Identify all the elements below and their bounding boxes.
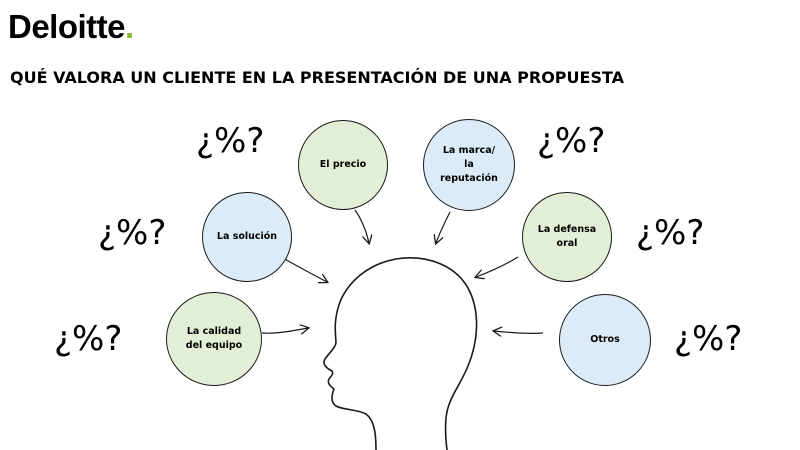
head-silhouette-icon <box>323 257 478 450</box>
arrow-icon <box>354 209 369 243</box>
percent-placeholder: ¿%? <box>54 319 123 359</box>
factor-label: La solución <box>216 231 278 243</box>
deloitte-logo: Deloitte. <box>8 10 134 43</box>
factor-bubble-price: El precio <box>298 120 388 210</box>
percent-placeholder: ¿%? <box>98 213 167 253</box>
arrow-icon <box>476 256 519 277</box>
logo-text: Deloitte <box>8 8 126 45</box>
factor-label: La marca/ la reputación <box>440 145 498 184</box>
arrow-icon <box>436 211 451 243</box>
factor-label: La calidad del equipo <box>185 326 243 351</box>
factor-bubble-others: Otros <box>559 294 651 386</box>
arrow-icon <box>261 328 308 333</box>
page-title: QUÉ VALORA UN CLIENTE EN LA PRESENTACIÓN… <box>10 68 625 87</box>
factor-bubble-brand: La marca/ la reputación <box>423 119 515 211</box>
percent-placeholder: ¿%? <box>537 121 606 161</box>
factor-bubble-solution: La solución <box>202 192 292 282</box>
percent-placeholder: ¿%? <box>674 319 743 359</box>
arrow-icon <box>494 331 544 333</box>
arrow-icon <box>282 257 327 282</box>
percent-placeholder: ¿%? <box>196 121 265 161</box>
logo-dot: . <box>125 8 134 45</box>
factor-label: La defensa oral <box>537 224 597 249</box>
factor-label: El precio <box>319 159 367 171</box>
factor-label: Otros <box>590 334 620 346</box>
factor-bubble-team-quality: La calidad del equipo <box>166 292 262 386</box>
factor-bubble-oral-defense: La defensa oral <box>522 192 612 282</box>
percent-placeholder: ¿%? <box>636 213 705 253</box>
